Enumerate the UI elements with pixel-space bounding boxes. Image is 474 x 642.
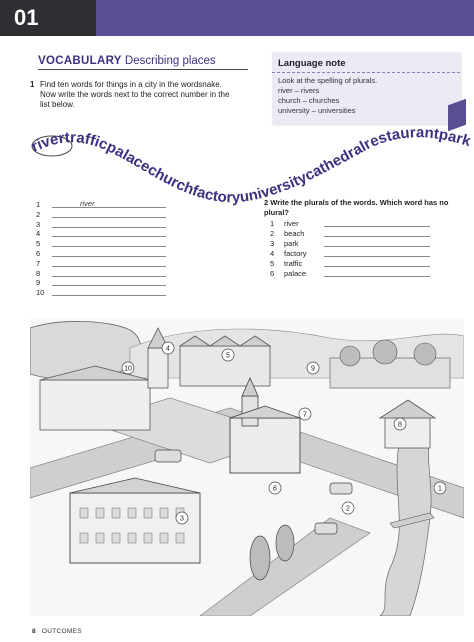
scene-label: 1	[438, 486, 442, 493]
university-building	[39, 379, 151, 431]
scene-label: 5	[226, 353, 230, 360]
circled-word	[31, 135, 73, 157]
answer-field[interactable]	[324, 226, 430, 227]
city-illustration: 1 2 3 4 5 6 7 8 9 10	[30, 318, 464, 616]
scene-label: 10	[124, 366, 132, 373]
exercise-2-instruction: 2 Write the plurals of the words. Which …	[264, 198, 449, 217]
topiary	[275, 524, 295, 562]
scene-label: 7	[303, 412, 307, 419]
answer-field[interactable]	[324, 276, 430, 277]
exercise-1-instruction: 1 Find ten words for things in a city in…	[30, 80, 238, 110]
car	[154, 449, 182, 463]
wordsnake-text: rivertrafficpalacechurchfactoryuniversit…	[0, 120, 473, 206]
scene-label: 8	[398, 422, 402, 429]
list-item: 6	[36, 249, 166, 259]
car	[329, 482, 353, 495]
restaurant	[384, 417, 431, 449]
topiary	[249, 535, 271, 581]
answer-field[interactable]	[324, 256, 430, 257]
list-item: 2	[36, 210, 166, 220]
answer-field[interactable]	[324, 236, 430, 237]
exercise-number: 2	[264, 198, 269, 207]
note-line: university – universities	[278, 106, 356, 115]
section-title: VOCABULARY	[38, 55, 122, 67]
exercise-text: Find ten words for things in a city in t…	[40, 80, 230, 109]
scene-label: 4	[166, 346, 170, 353]
wordsnake-letters: rivertrafficpalacechurchfactoryuniversit…	[0, 120, 473, 206]
answer-field[interactable]	[52, 236, 166, 238]
list-item: 7	[36, 259, 166, 269]
church	[147, 347, 169, 389]
language-note-title: Language note	[272, 52, 460, 73]
palace	[69, 492, 201, 564]
answer-field[interactable]	[52, 216, 166, 218]
book-title: OUTCOMES	[41, 628, 82, 635]
list-item: 9	[36, 278, 166, 288]
list-item: 10	[36, 288, 166, 298]
wordsnake: rivertrafficpalacechurchfactoryuniversit…	[0, 120, 473, 206]
answer-field[interactable]	[324, 246, 430, 247]
scene-label: 3	[180, 516, 184, 523]
answer-field[interactable]	[52, 255, 166, 257]
answer-field[interactable]	[52, 226, 166, 228]
page-number: 8	[32, 628, 36, 635]
list-item: 4	[36, 229, 166, 239]
answer-field[interactable]	[324, 266, 430, 267]
scene-label: 2	[346, 506, 350, 513]
language-note-box: Language note Look at the spelling of pl…	[272, 52, 460, 124]
section-heading: VOCABULARY Describing places	[38, 55, 248, 70]
section-subtitle: Describing places	[124, 55, 216, 67]
exercise-text: Write the plurals of the words. Which wo…	[264, 198, 449, 217]
scene-label: 9	[311, 366, 315, 373]
answer-field[interactable]	[52, 295, 166, 297]
list-item: 5	[36, 239, 166, 249]
list-item: 3	[36, 220, 166, 230]
answer-field[interactable]	[52, 285, 166, 287]
answer-field[interactable]: river	[80, 199, 95, 208]
unit-number: 01	[0, 0, 96, 36]
exercise-number: 1	[30, 80, 35, 89]
cathedral	[229, 417, 301, 474]
language-note-body: Look at the spelling of plurals. river –…	[272, 73, 460, 119]
note-line: Look at the spelling of plurals.	[278, 76, 378, 85]
scene-label: 6	[273, 486, 277, 493]
answer-field[interactable]	[52, 275, 166, 277]
car	[314, 522, 338, 535]
answer-field[interactable]	[52, 265, 166, 267]
jetty	[389, 512, 435, 529]
note-line: church – churches	[278, 96, 340, 105]
list-item: 8	[36, 269, 166, 279]
page-footer: 8 OUTCOMES	[32, 628, 82, 635]
note-line: river – rivers	[278, 86, 320, 95]
answer-field[interactable]	[52, 246, 166, 248]
